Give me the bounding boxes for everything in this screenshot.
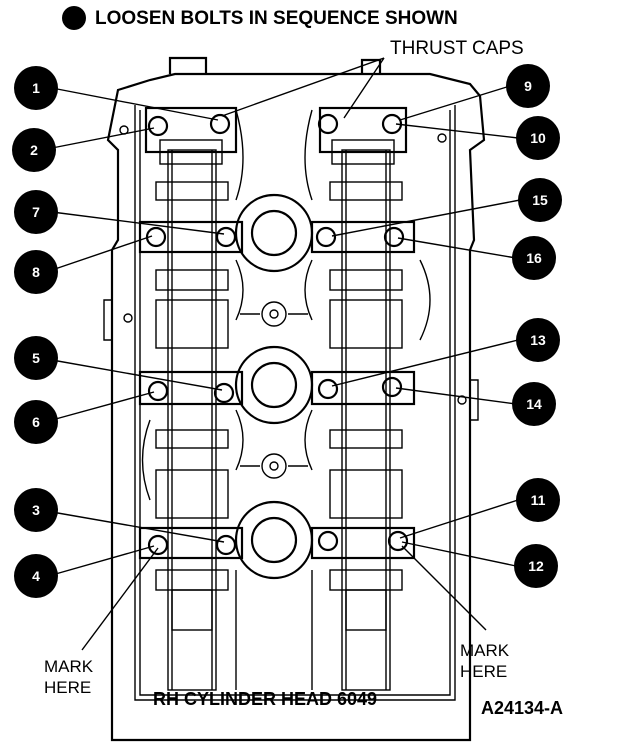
bolt-icon [317,113,339,135]
callout-12: 12 [514,544,558,588]
bolt-icon [209,113,231,135]
callout-14: 14 [512,382,556,426]
callout-8: 8 [14,250,58,294]
callout-6: 6 [14,400,58,444]
figure-id: A24134-A [481,698,563,718]
bolt-icon [315,226,337,248]
bolt-icon [215,226,237,248]
bolt-icon [147,115,169,137]
svg-text:13: 13 [530,332,546,348]
mark-here-right-line2: HERE [460,662,507,681]
svg-text:4: 4 [32,568,40,584]
svg-text:2: 2 [30,142,38,158]
diagram-title: RH CYLINDER HEAD 6049 [153,689,377,709]
mark-here-right-line1: MARK [460,641,510,660]
svg-text:16: 16 [526,250,542,266]
bolt-icon [383,226,405,248]
bolt-icon [213,382,235,404]
callout-7: 7 [14,190,58,234]
bolt-icon [387,530,409,552]
svg-text:7: 7 [32,204,40,220]
svg-text:12: 12 [528,558,544,574]
svg-text:5: 5 [32,350,40,366]
svg-text:1: 1 [32,80,40,96]
callout-2: 2 [12,128,56,172]
svg-text:14: 14 [526,396,542,412]
callout-9: 9 [506,64,550,108]
mark-here-leader-left [81,547,159,651]
svg-text:6: 6 [32,414,40,430]
callout-5: 5 [14,336,58,380]
svg-text:8: 8 [32,264,40,280]
callout-10: 10 [516,116,560,160]
svg-text:3: 3 [32,502,40,518]
callout-3: 3 [14,488,58,532]
svg-text:11: 11 [531,492,546,508]
header-bullet-icon [62,6,86,30]
bolt-icon [381,376,403,398]
bolt-icon [215,534,237,556]
thrust-caps-leader-left [221,57,385,117]
mark-here-leader-right [401,545,487,631]
header-text: LOOSEN BOLTS IN SEQUENCE SHOWN [95,8,458,29]
svg-text:10: 10 [530,130,546,146]
bolt-icon [317,378,339,400]
bolt-icon [147,380,169,402]
callout-15: 15 [518,178,562,222]
callout-leaders [51,85,521,576]
cylinder-head [103,56,486,742]
callout-11: 11 [516,478,560,522]
callout-4: 4 [14,554,58,598]
callout-1: 1 [14,66,58,110]
callouts: 1 2 3 4 5 6 7 8 9 10 11 12 13 14 15 16 [12,64,562,598]
mark-here-left-line2: HERE [44,678,91,697]
mark-here-left-line1: MARK [44,657,94,676]
svg-text:15: 15 [532,192,548,208]
callout-13: 13 [516,318,560,362]
thrust-caps-label: THRUST CAPS [390,38,524,59]
svg-text:9: 9 [524,78,532,94]
callout-16: 16 [512,236,556,280]
bolt-icon [147,534,169,556]
bolt-icon [317,530,339,552]
bolts [145,113,409,556]
